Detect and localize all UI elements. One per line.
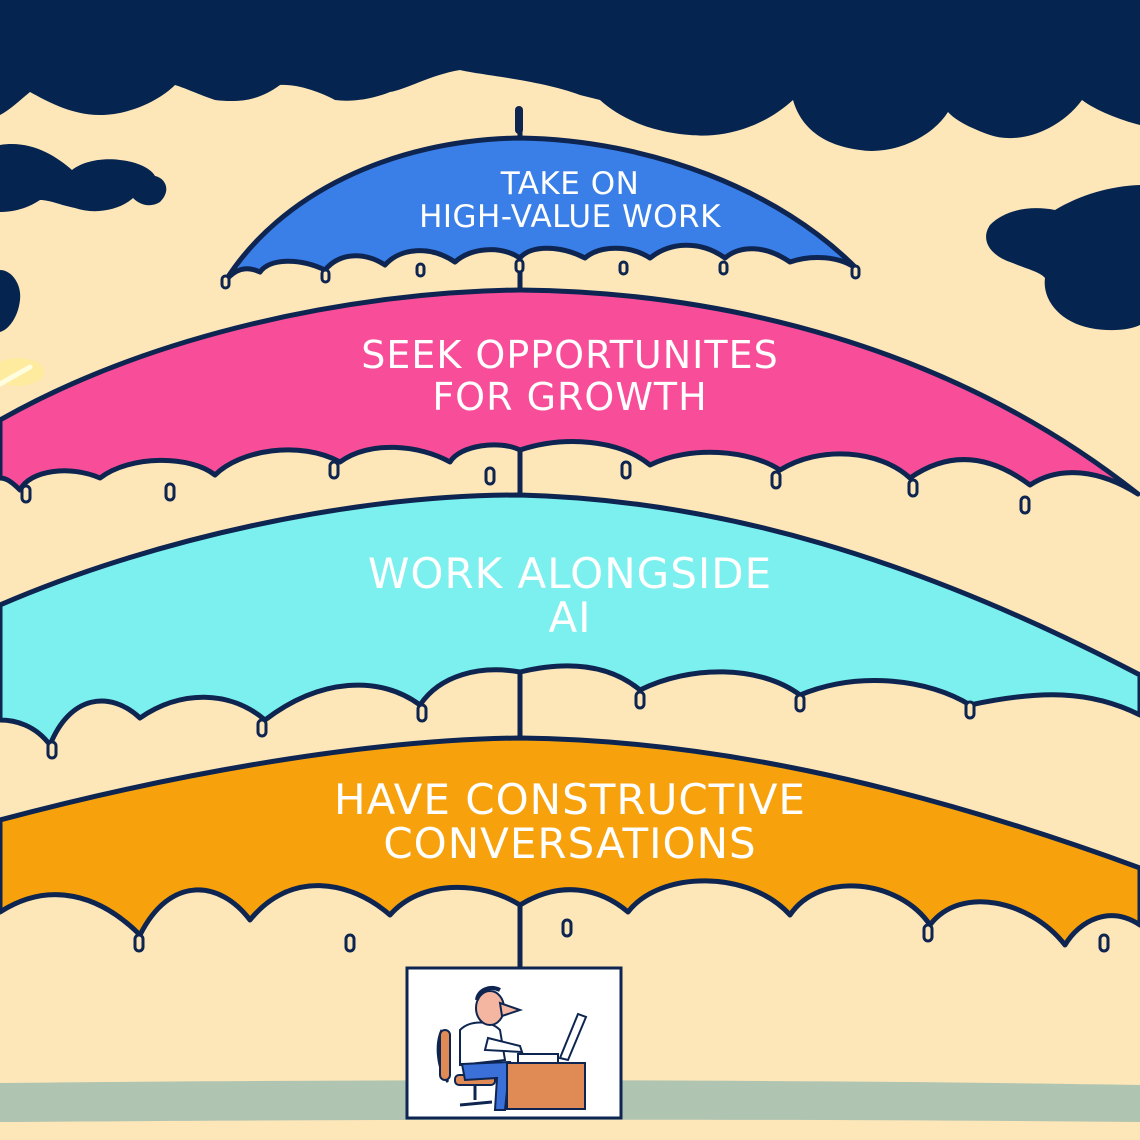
office-worker-picture (405, 966, 623, 1120)
umbrella-blue (220, 135, 861, 290)
umbrella-tip (515, 106, 523, 134)
umbrella-orange (0, 735, 1140, 953)
umbrella-pink (0, 287, 1140, 515)
storm-cloud-right (986, 185, 1140, 331)
lightning-icon (0, 358, 44, 387)
storm-cloud-fragment (0, 270, 21, 332)
storm-cloud-top (0, 0, 1140, 151)
storm-cloud-left (0, 144, 167, 212)
umbrella-cyan (0, 492, 1140, 760)
